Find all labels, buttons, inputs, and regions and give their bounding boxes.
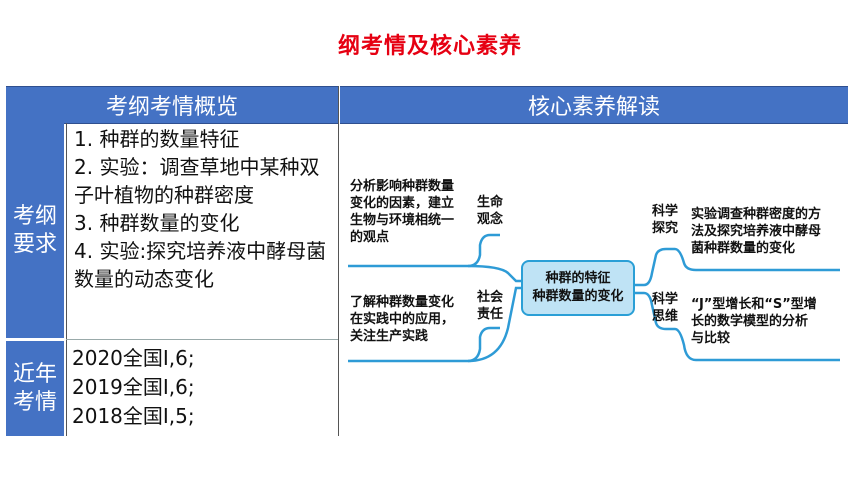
row-divider — [66, 339, 338, 340]
header-core-literacy: 核心素养解读 — [340, 86, 848, 124]
mindmap-center: 种群的特征种群数量的变化 — [521, 260, 635, 316]
requirements-list: 1. 种群的数量特征 2. 实验：调查草地中某种双子叶植物的种群密度 3. 种群… — [74, 125, 338, 293]
requirement-item: 4. 实验:探究培养液中酵母菌数量的动态变化 — [74, 239, 327, 291]
mindmap-left-label-2: 社会责任 — [477, 290, 504, 322]
page-title: 纲考情及核心素养 — [337, 34, 522, 59]
recent-exams-list: 2020全国Ⅰ,6; 2019全国Ⅰ,6; 2018全国Ⅰ,5; — [72, 344, 195, 431]
mindmap-left-text-1: 分析影响种群数量变化的因素，建立 生物与环境相统一的观点 — [350, 179, 455, 245]
requirement-item: 1. 种群的数量特征 — [74, 127, 240, 151]
side-label-recent: 近年考情 — [6, 341, 64, 436]
mindmap-right-text-1: 实验调查种群密度的方法及探究培养液中酵母 菌种群数量的变化 — [691, 207, 822, 256]
mindmap-right-text-2: “J”型增长和“S”型增长的数学模型的分析 与比较 — [691, 297, 817, 346]
recent-exam-item: 2019全国Ⅰ,6; — [72, 375, 195, 399]
header-overview: 考纲考情概览 — [6, 86, 338, 124]
requirement-item: 3. 种群数量的变化 — [74, 211, 240, 235]
mindmap-right-label-1: 科学探究 — [652, 204, 679, 236]
mindmap-left-text-2: 了解种群数量变化在实践中的应用， 关注生产实践 — [350, 295, 455, 344]
requirement-item: 2. 实验：调查草地中某种双子叶植物的种群密度 — [74, 155, 320, 207]
mindmap-left-label-1: 生命观念 — [477, 195, 504, 227]
recent-exam-item: 2018全国Ⅰ,5; — [72, 404, 195, 428]
side-label-requirements: 考纲要求 — [6, 123, 64, 338]
side-divider — [66, 123, 67, 436]
column-divider — [338, 86, 339, 436]
recent-exam-item: 2020全国Ⅰ,6; — [72, 346, 195, 370]
mindmap-right-label-2: 科学思维 — [652, 292, 679, 324]
mindmap-connectors — [348, 233, 840, 363]
